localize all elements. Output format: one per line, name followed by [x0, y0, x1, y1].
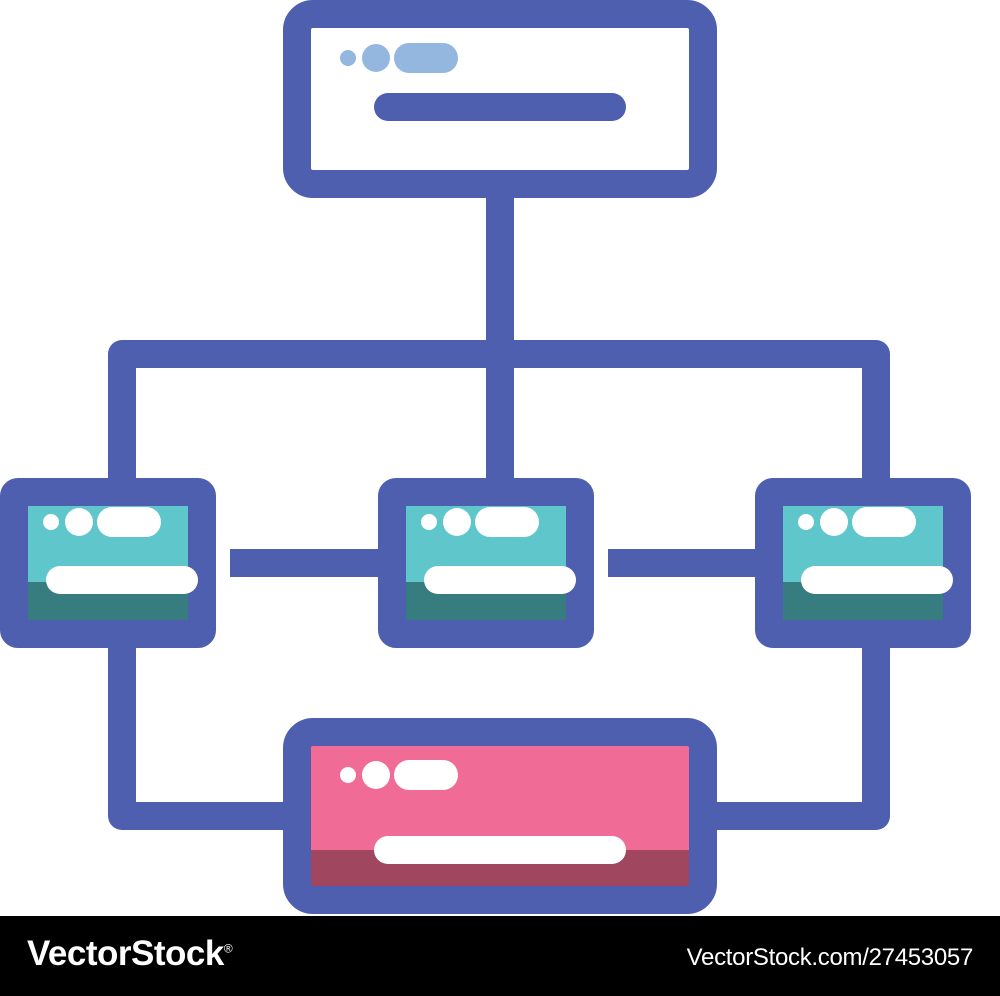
node-right-text-bar	[801, 566, 953, 594]
node-bottom	[283, 718, 717, 914]
connector-top-branch	[108, 340, 890, 478]
hierarchy-flowchart-icon	[0, 0, 971, 914]
node-right-box	[755, 478, 971, 648]
node-left-pill	[97, 507, 161, 537]
watermark-image-id: VectorStock.com/27453057	[686, 944, 974, 971]
node-top-dot-large	[362, 44, 390, 72]
node-middle-pill	[475, 507, 539, 537]
node-bottom-box	[283, 718, 717, 914]
node-left-dot-large	[65, 508, 93, 536]
node-top	[283, 0, 717, 198]
node-top-dot-small	[340, 50, 356, 66]
node-bottom-dot-large	[362, 761, 390, 789]
node-top-text-bar	[374, 93, 626, 121]
watermark-footer: VectorStock® VectorStock.com/27453057	[0, 916, 1000, 996]
node-bottom-pill	[394, 760, 458, 790]
connector-right-to-bottom	[702, 648, 890, 830]
node-left-text-bar	[46, 566, 198, 594]
node-right-dot-small	[798, 514, 814, 530]
node-bottom-text-bar	[374, 836, 626, 864]
node-top-pill	[394, 43, 458, 73]
connector-left-to-bottom	[108, 648, 298, 830]
node-bottom-fill-light	[297, 732, 703, 850]
node-middle-text-bar	[424, 566, 576, 594]
node-left-box	[0, 478, 216, 648]
node-bottom-dot-small	[340, 767, 356, 783]
node-middle	[378, 478, 594, 648]
node-right	[755, 478, 971, 648]
node-left-dot-small	[43, 514, 59, 530]
connector-lines	[108, 196, 890, 830]
node-middle-dot-small	[421, 514, 437, 530]
watermark-brand: VectorStock®	[27, 934, 233, 973]
node-middle-box	[378, 478, 594, 648]
node-middle-dot-large	[443, 508, 471, 536]
node-left	[0, 478, 216, 648]
node-right-dot-large	[820, 508, 848, 536]
node-right-pill	[852, 507, 916, 537]
